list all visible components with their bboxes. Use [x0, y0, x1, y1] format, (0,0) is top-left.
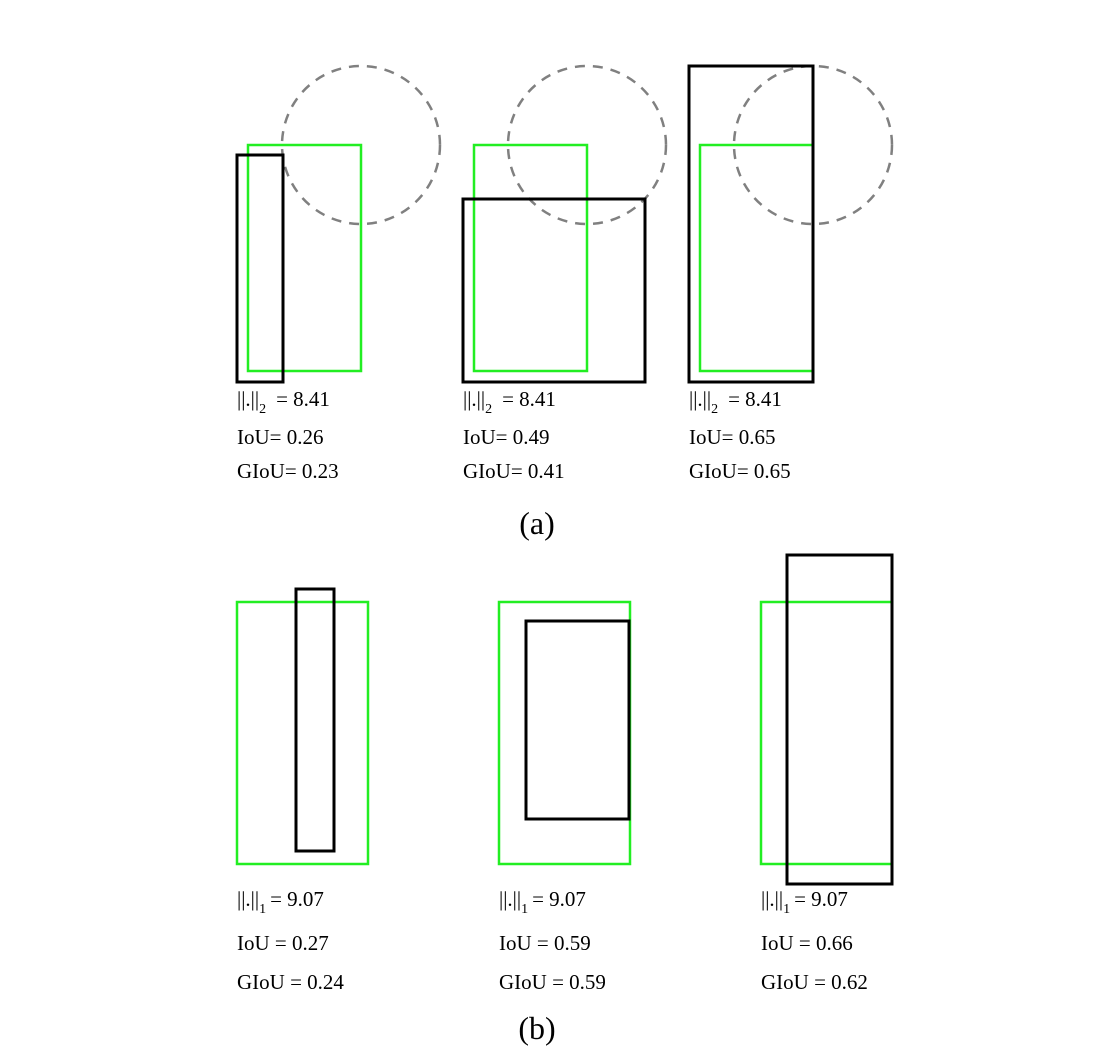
- panel-a-example-2: ||.||2= 8.41 IoU= 0.49 GIoU= 0.41: [461, 64, 668, 483]
- predicted-box: [785, 553, 894, 886]
- iou-value: IoU= 0.26: [237, 425, 324, 449]
- ground-truth-box: [246, 143, 363, 373]
- ground-truth-box: [472, 143, 589, 373]
- panel-a-example-1: ||.||2= 8.41 IoU= 0.26 GIoU= 0.23: [235, 64, 442, 483]
- l1-norm-label: ||.||1= 9.07: [499, 887, 586, 917]
- ground-truth-box: [759, 600, 894, 866]
- giou-value: GIoU = 0.59: [499, 970, 606, 994]
- iou-value: IoU= 0.65: [689, 425, 776, 449]
- giou-value: GIoU = 0.24: [237, 970, 344, 994]
- panel-b-example-1: ||.||1= 9.07 IoU = 0.27 GIoU = 0.24: [235, 587, 370, 994]
- panel-b: ||.||1= 9.07 IoU = 0.27 GIoU = 0.24 ||.|…: [235, 553, 894, 1046]
- iou-value: IoU = 0.66: [761, 931, 853, 955]
- iou-value: IoU = 0.27: [237, 931, 329, 955]
- l2-norm-label: ||.||2= 8.41: [689, 387, 782, 417]
- panel-b-example-2: ||.||1= 9.07 IoU = 0.59 GIoU = 0.59: [497, 600, 632, 994]
- giou-value: GIoU= 0.41: [463, 459, 565, 483]
- panel-a-caption: (a): [519, 505, 555, 541]
- giou-value: GIoU= 0.23: [237, 459, 339, 483]
- predicted-box: [294, 587, 336, 853]
- l1-norm-label: ||.||1= 9.07: [237, 887, 324, 917]
- iou-value: IoU = 0.59: [499, 931, 591, 955]
- panel-b-caption: (b): [518, 1010, 555, 1046]
- predicted-box: [235, 153, 285, 384]
- giou-value: GIoU= 0.65: [689, 459, 791, 483]
- predicted-box: [687, 64, 815, 384]
- panel-a-example-3: ||.||2= 8.41 IoU= 0.65 GIoU= 0.65: [687, 64, 894, 483]
- predicted-box: [524, 619, 631, 821]
- iou-value: IoU= 0.49: [463, 425, 550, 449]
- l2-norm-label: ||.||2= 8.41: [237, 387, 330, 417]
- panel-a: ||.||2= 8.41 IoU= 0.26 GIoU= 0.23 ||.||2…: [235, 64, 894, 541]
- distance-circle: [280, 64, 442, 226]
- predicted-box: [461, 197, 647, 384]
- distance-circle: [732, 64, 894, 226]
- ground-truth-box: [497, 600, 632, 866]
- l1-norm-label: ||.||1= 9.07: [761, 887, 848, 917]
- panel-b-example-3: ||.||1= 9.07 IoU = 0.66 GIoU = 0.62: [759, 553, 894, 994]
- giou-value: GIoU = 0.62: [761, 970, 868, 994]
- l2-norm-label: ||.||2= 8.41: [463, 387, 556, 417]
- ground-truth-box: [698, 143, 815, 373]
- ground-truth-box: [235, 600, 370, 866]
- distance-circle: [506, 64, 668, 226]
